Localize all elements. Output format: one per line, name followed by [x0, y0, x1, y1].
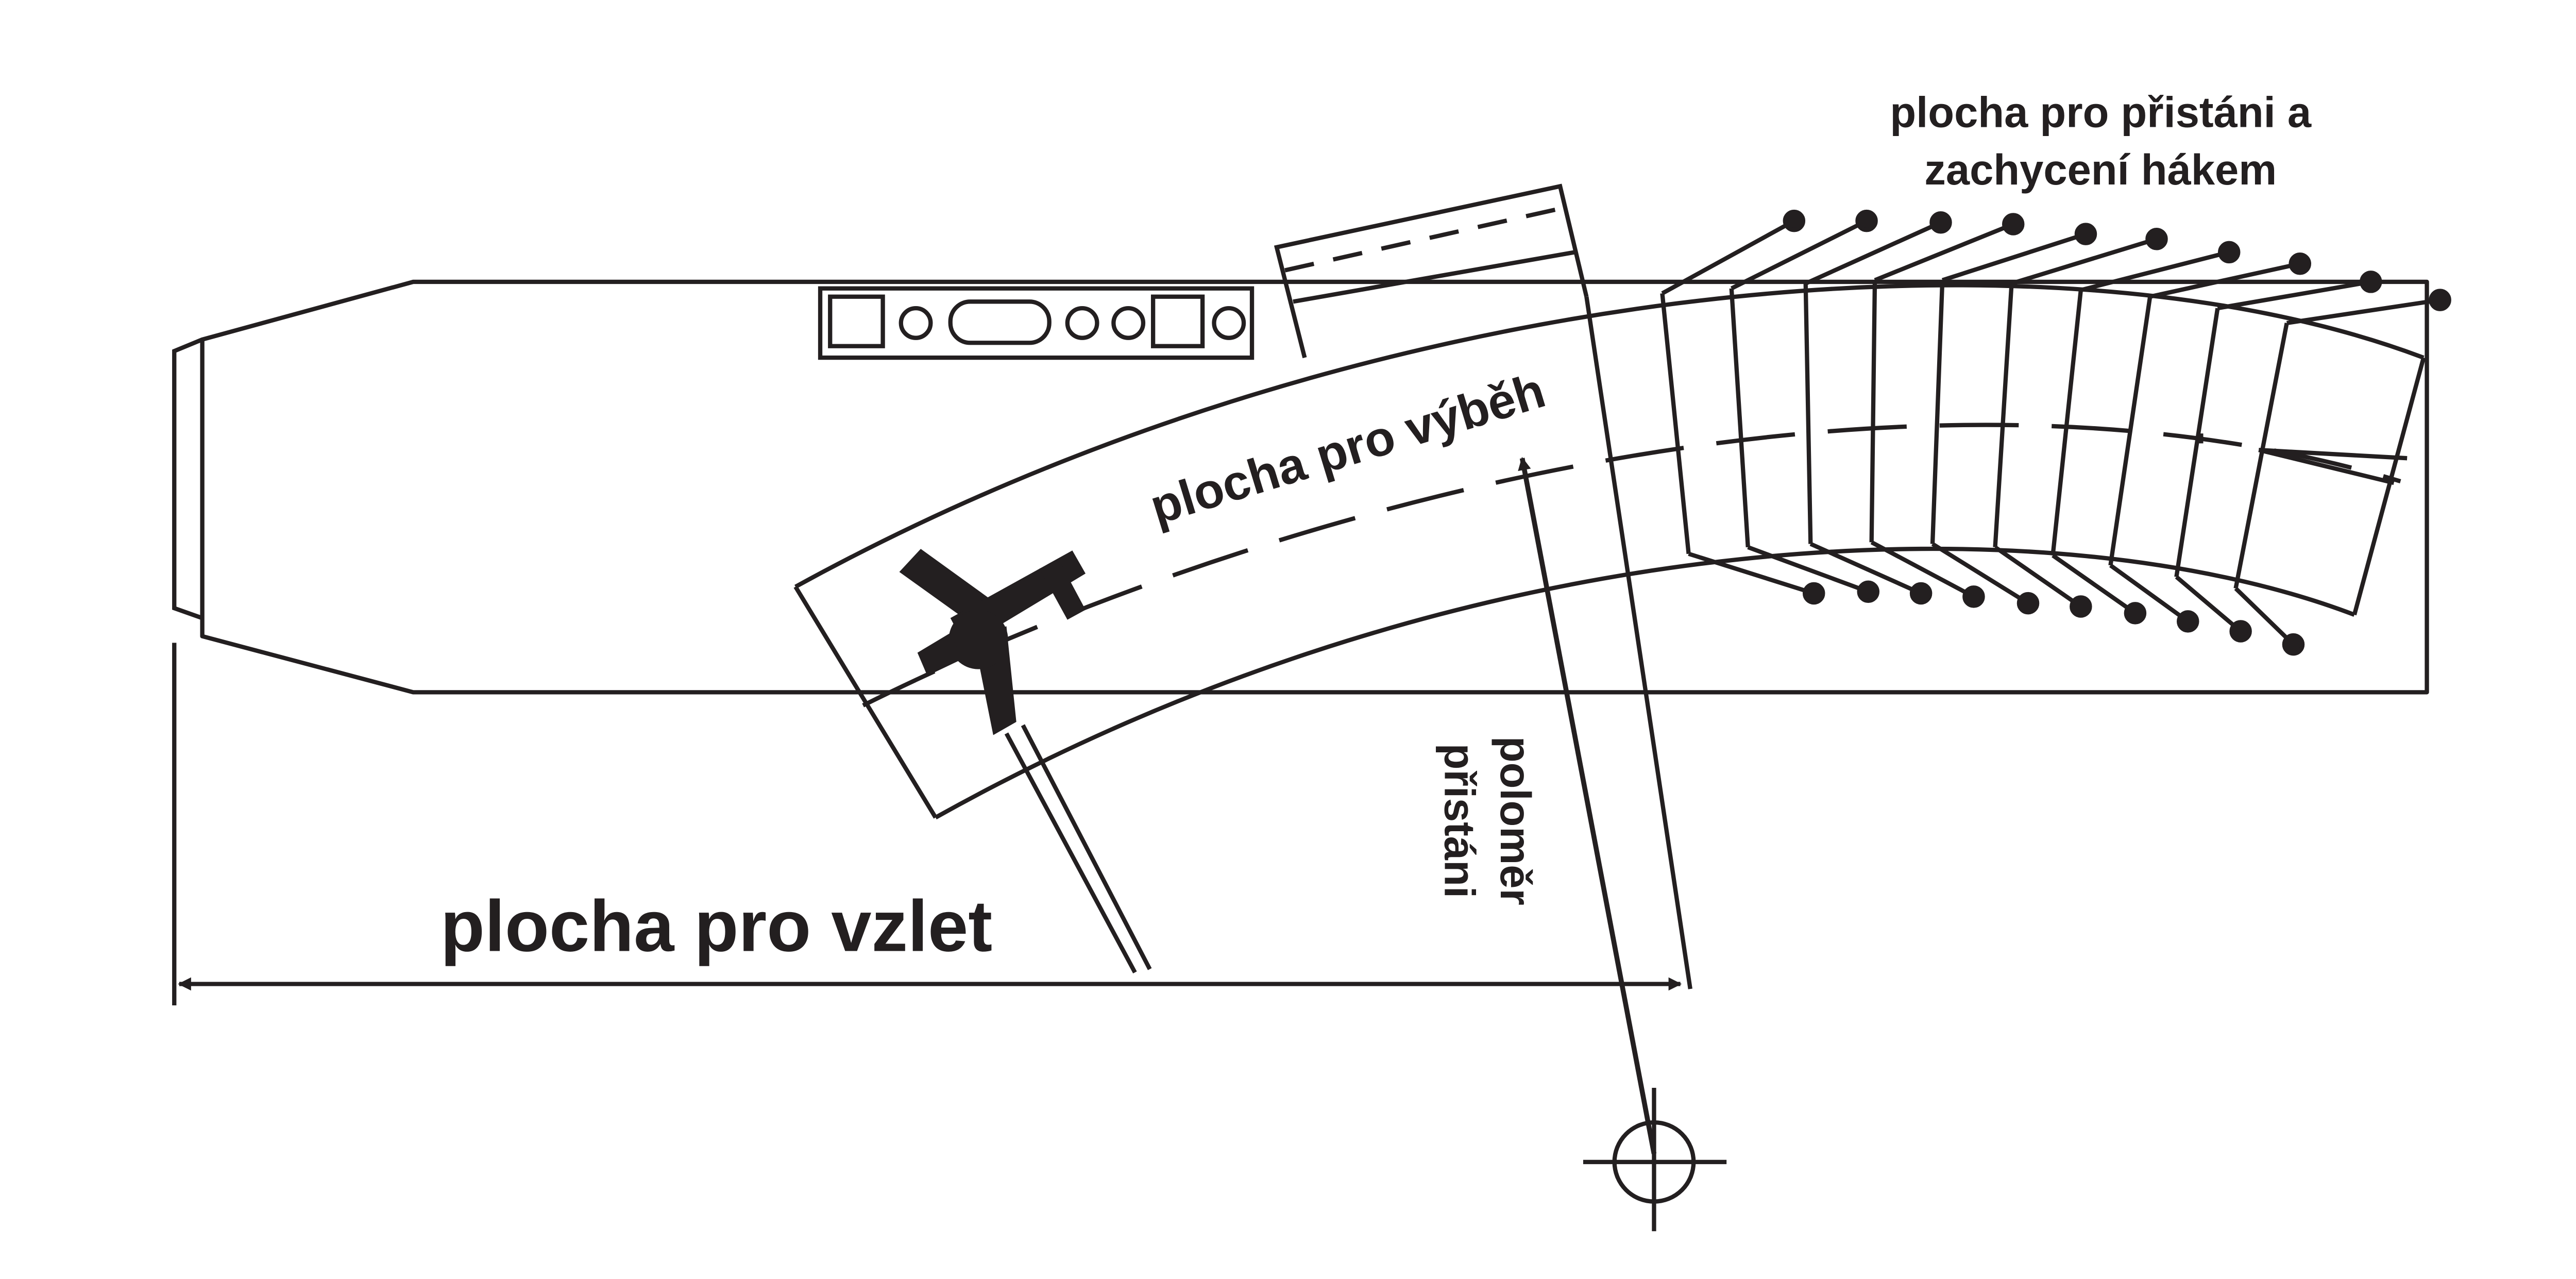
elevator-platform	[1274, 183, 1589, 359]
deck-bottom-edge	[934, 546, 2355, 820]
rollout-area-label: plocha pro výběh	[1144, 363, 1551, 535]
landing-area-label-line2: zachycení hákem	[1924, 146, 2277, 194]
deck-right-end	[2352, 357, 2426, 616]
crosshair-icon	[1583, 1087, 1727, 1232]
landing-area-label-line1: plocha pro přistáni a	[1890, 88, 2311, 136]
island-superstructure	[818, 286, 1255, 360]
takeoff-area-label: plocha pro vzlet	[440, 886, 992, 967]
top-wire-leads	[1661, 209, 2451, 326]
radius-indicator	[1518, 457, 1727, 1232]
takeoff-dimension	[172, 643, 1682, 1006]
radius-arrow	[1518, 457, 1657, 1154]
arresting-wire-leads	[1661, 209, 2451, 656]
approach-line	[1004, 724, 1152, 974]
landing-radius-label-line1: poloměr	[1492, 736, 1539, 905]
ship-hull	[172, 279, 2429, 695]
bow-tip	[172, 338, 204, 620]
landing-radius-label-line2: přistáni	[1435, 744, 1483, 898]
airplane-icon	[899, 549, 1086, 735]
arresting-wire-panels	[1584, 280, 2408, 989]
bottom-wire-leads	[1688, 540, 2305, 656]
